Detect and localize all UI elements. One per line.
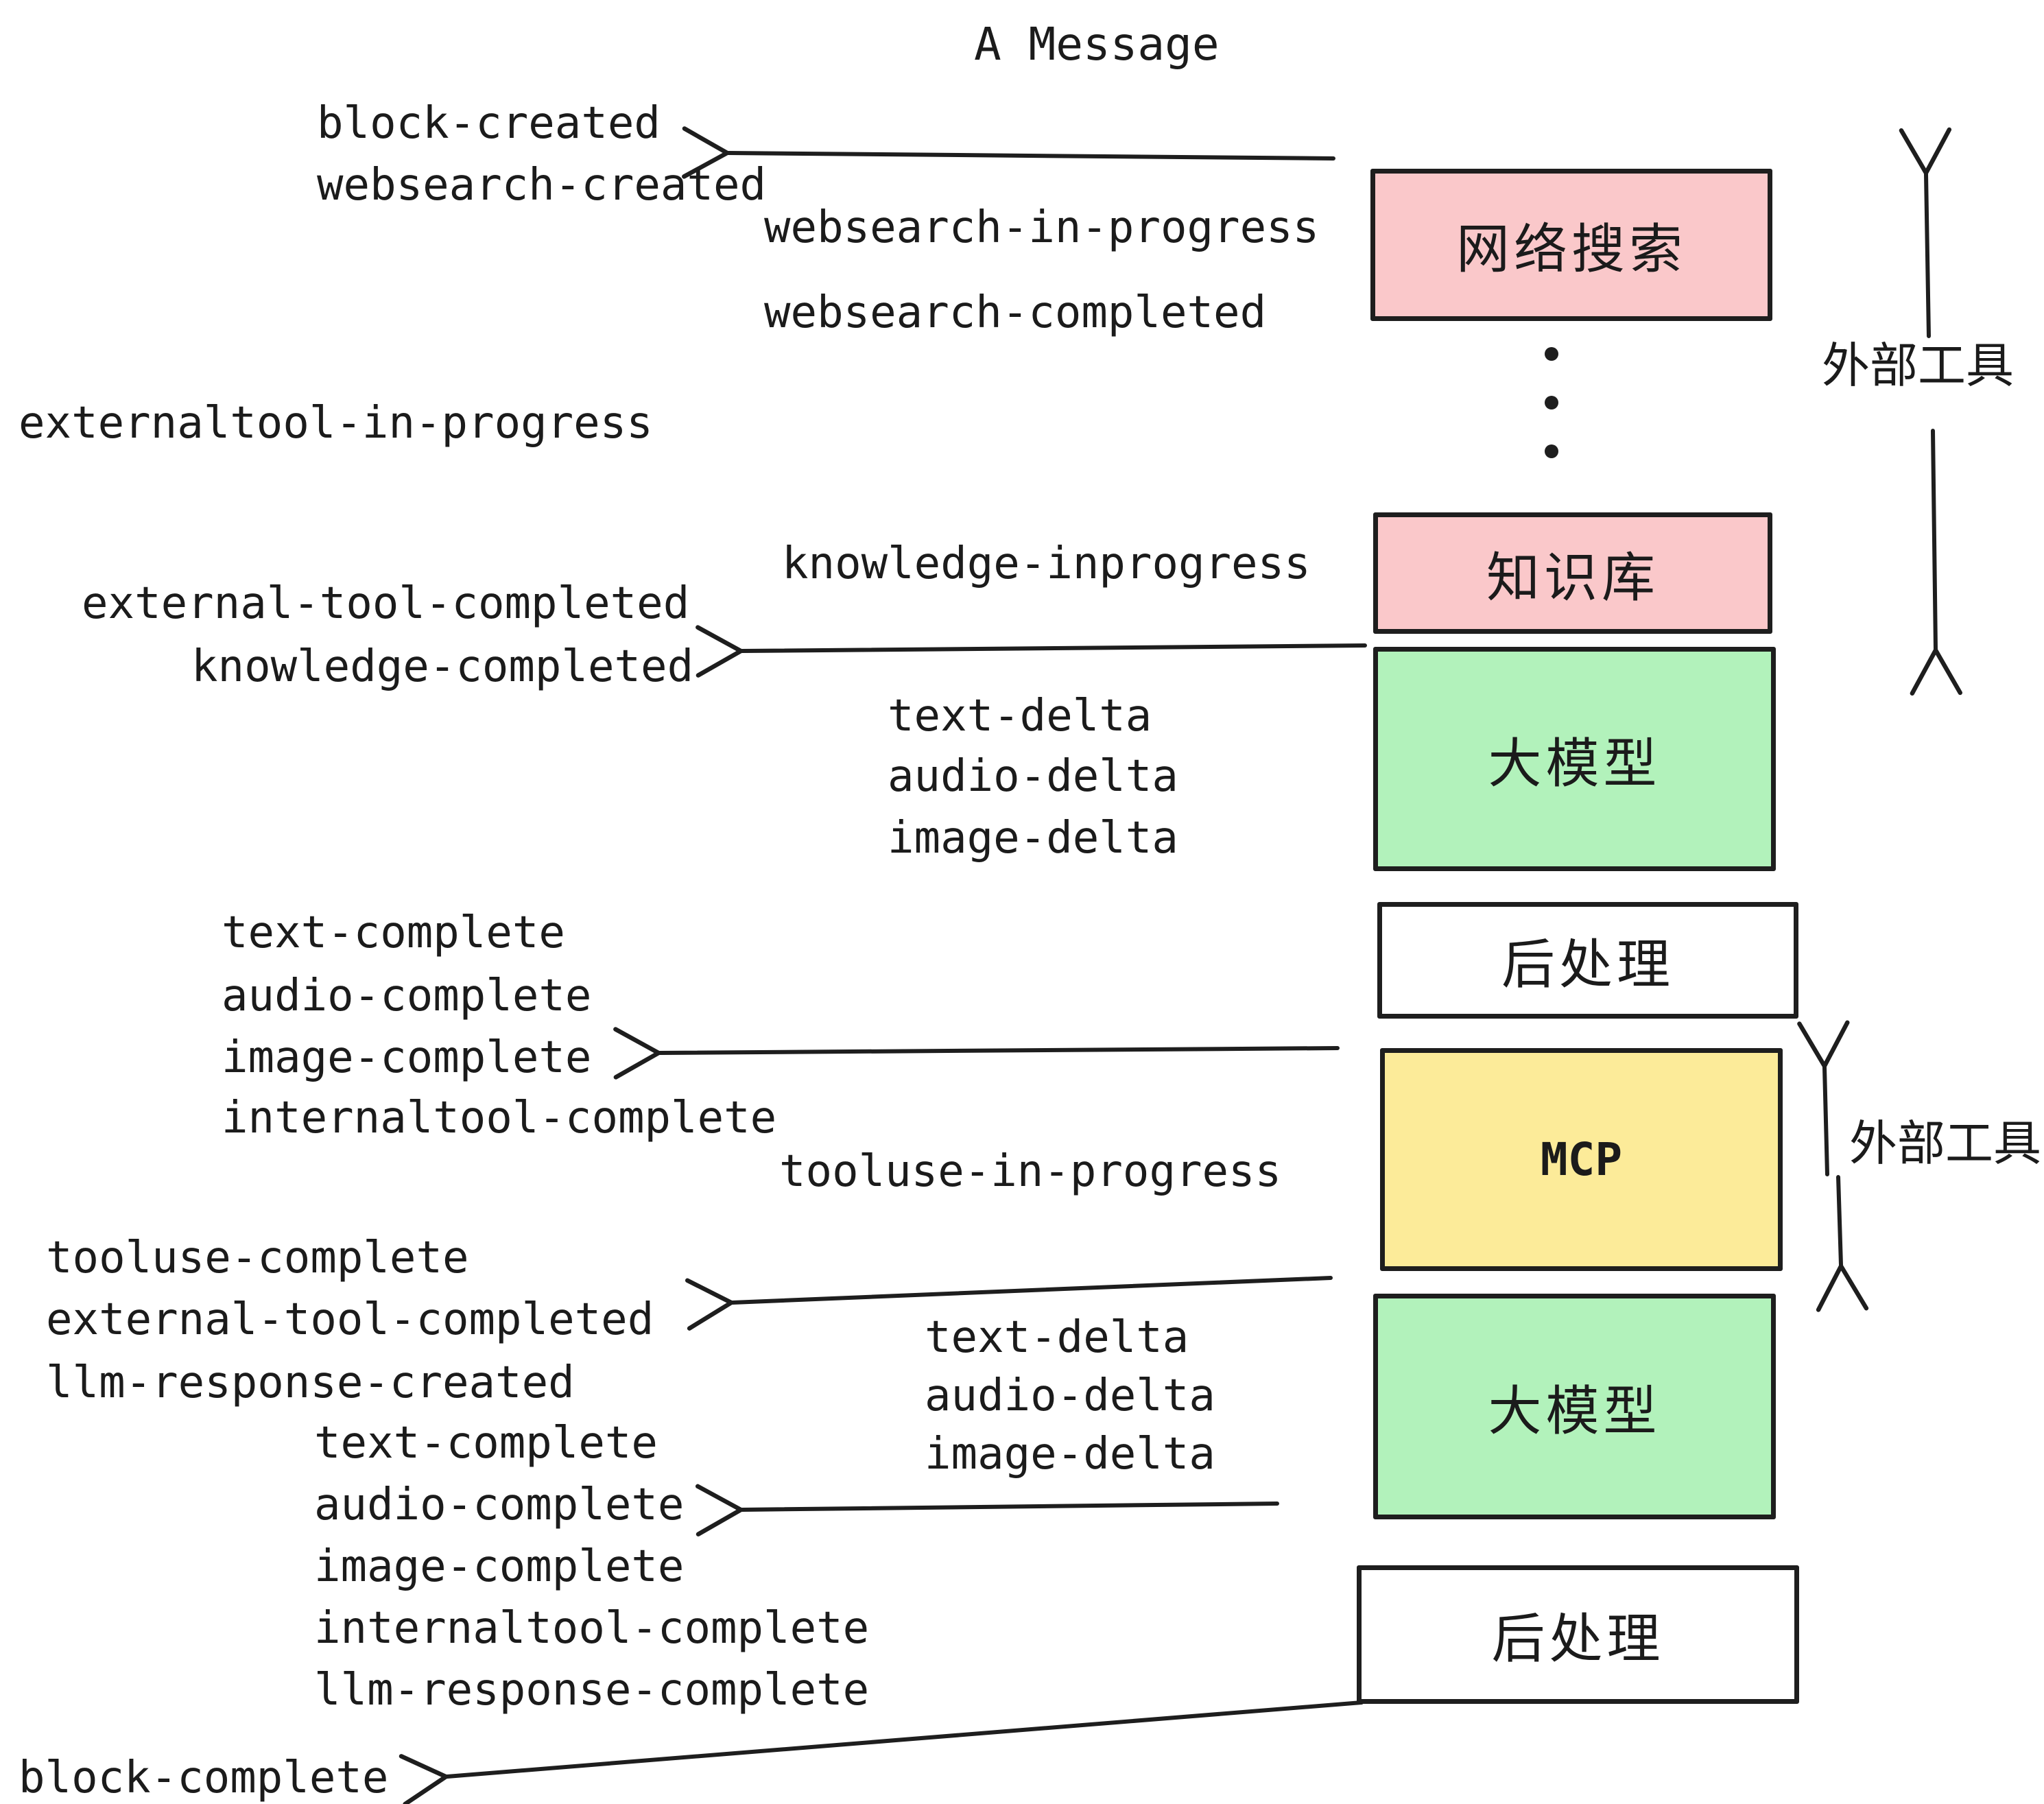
event-image-delta-1: image-delta bbox=[888, 813, 1178, 864]
event-tooluse-in-progress: tooluse-in-progress bbox=[779, 1146, 1282, 1197]
box-mcp: MCP bbox=[1380, 1048, 1783, 1271]
arrow-block-complete bbox=[399, 1700, 1364, 1804]
arrow-audio-complete bbox=[695, 1484, 1279, 1536]
event-text-complete-2: text-complete bbox=[314, 1418, 658, 1469]
box-label: 后处理 bbox=[1491, 1609, 1665, 1670]
event-internaltool-complete-1: internaltool-complete bbox=[222, 1093, 777, 1143]
external-tools-down-arrow-1 bbox=[1910, 429, 1962, 696]
box-websearch: 网络搜索 bbox=[1370, 169, 1772, 321]
ellipsis-dot bbox=[1545, 347, 1558, 361]
event-external-tool-completed-2: external-tool-completed bbox=[46, 1294, 654, 1345]
external-tools-label-2: 外部工具 bbox=[1849, 1115, 2041, 1172]
box-postprocess-2: 后处理 bbox=[1357, 1565, 1799, 1704]
event-audio-delta-2: audio-delta bbox=[925, 1370, 1215, 1421]
box-label: 知识库 bbox=[1486, 547, 1659, 609]
diagram-title: A Message bbox=[974, 18, 1220, 71]
external-tools-up-arrow-2 bbox=[1797, 1020, 1850, 1176]
event-audio-complete-2: audio-complete bbox=[314, 1480, 685, 1530]
box-llm-2: 大模型 bbox=[1373, 1294, 1776, 1519]
event-internaltool-complete-2: internaltool-complete bbox=[314, 1603, 870, 1654]
event-websearch-in-progress: websearch-in-progress bbox=[764, 202, 1320, 253]
external-tools-label-1: 外部工具 bbox=[1822, 337, 2014, 394]
event-external-tool-completed-1: external-tool-completed bbox=[82, 578, 690, 629]
box-label: MCP bbox=[1540, 1133, 1623, 1186]
event-block-complete: block-complete bbox=[19, 1753, 389, 1803]
event-text-complete-1: text-complete bbox=[222, 907, 565, 958]
event-image-complete-1: image-complete bbox=[222, 1032, 592, 1083]
external-tools-down-arrow-2 bbox=[1816, 1175, 1869, 1312]
arrow-image-complete bbox=[613, 1027, 1340, 1080]
arrow-websearch-created bbox=[682, 126, 1335, 179]
box-label: 大模型 bbox=[1488, 1380, 1661, 1443]
box-llm-1: 大模型 bbox=[1373, 647, 1776, 871]
arrow-knowledge-completed bbox=[696, 625, 1367, 678]
box-postprocess-1: 后处理 bbox=[1377, 902, 1798, 1019]
event-tooluse-complete: tooluse-complete bbox=[46, 1233, 469, 1283]
box-label: 网络搜索 bbox=[1455, 219, 1687, 281]
event-websearch-completed: websearch-completed bbox=[764, 287, 1267, 338]
ellipsis-dot bbox=[1545, 444, 1558, 458]
event-text-delta-1: text-delta bbox=[888, 691, 1152, 741]
event-block-created: block-created bbox=[317, 98, 661, 149]
event-text-delta-2: text-delta bbox=[925, 1312, 1189, 1363]
event-knowledge-inprogress: knowledge-inprogress bbox=[782, 538, 1311, 589]
event-audio-delta-1: audio-delta bbox=[888, 751, 1178, 802]
event-image-complete-2: image-complete bbox=[314, 1541, 685, 1592]
event-llm-response-created: llm-response-created bbox=[46, 1357, 575, 1408]
event-image-delta-2: image-delta bbox=[925, 1429, 1215, 1480]
box-knowledge: 知识库 bbox=[1373, 512, 1772, 634]
box-label: 后处理 bbox=[1501, 934, 1674, 996]
ellipsis-dot bbox=[1545, 396, 1558, 410]
arrow-tooluse-complete bbox=[685, 1276, 1333, 1331]
event-audio-complete-1: audio-complete bbox=[222, 971, 592, 1021]
event-externaltool-in-progress: externaltool-in-progress bbox=[19, 398, 653, 449]
event-knowledge-completed: knowledge-completed bbox=[191, 641, 694, 692]
event-websearch-created: websearch-created bbox=[317, 160, 767, 211]
external-tools-up-arrow-1 bbox=[1899, 127, 1952, 338]
box-label: 大模型 bbox=[1488, 733, 1661, 795]
event-llm-response-complete: llm-response-complete bbox=[314, 1665, 870, 1716]
